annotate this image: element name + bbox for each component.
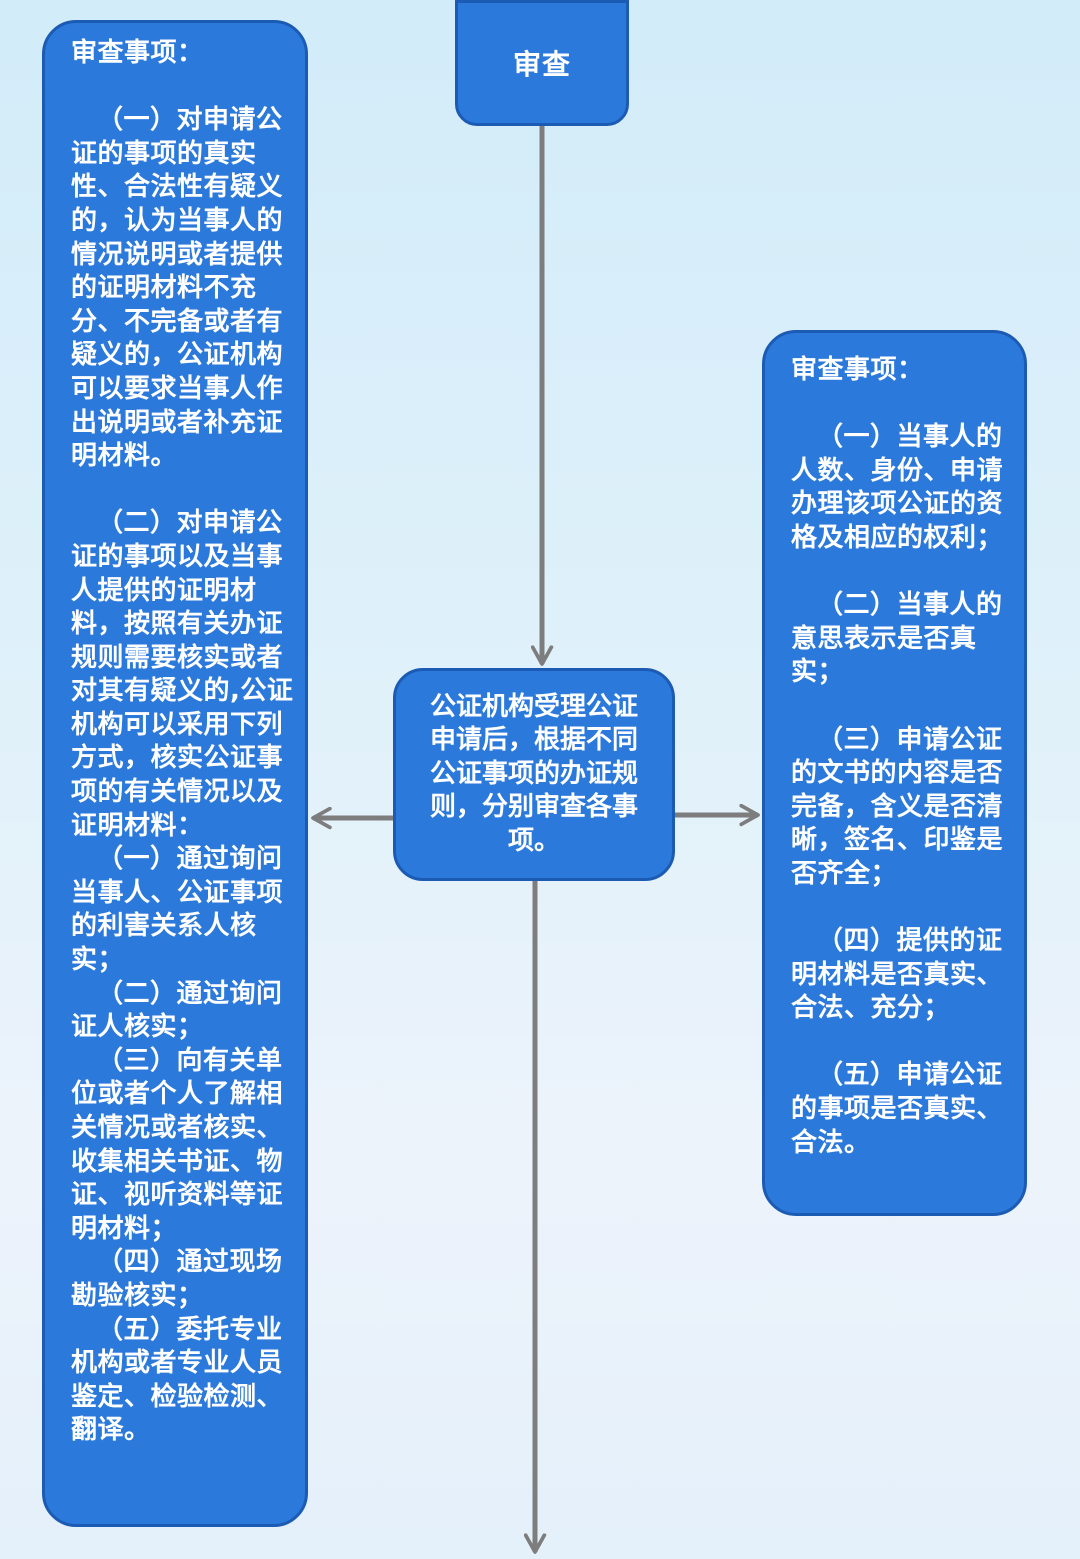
right-panel-item: （三）申请公证的文书的内容是否完备，含义是否清晰，签名、印鉴是否齐全； bbox=[791, 724, 1004, 889]
center-process-text: 公证机构受理公证申请后，根据不同公证事项的办证规则，分别审查各事项。 bbox=[429, 691, 638, 856]
right-panel-item: （五）申请公证的事项是否真实、合法。 bbox=[791, 1060, 1004, 1158]
right-panel-item: （四）提供的证明材料是否真实、合法、充分； bbox=[791, 926, 1004, 1024]
right-review-panel: 审查事项： （一）当事人的人数、身份、申请办理该项公证的资格及相应的权利； （二… bbox=[762, 330, 1027, 1216]
review-title-box: 审查 bbox=[455, 0, 629, 126]
right-panel-item: （二）当事人的意思表示是否真实； bbox=[791, 590, 1003, 688]
left-panel-method: （五）委托专业机构或者专业人员鉴定、检验检测、翻译。 bbox=[71, 1314, 284, 1446]
left-panel-paragraph-2: （二）对申请公证的事项以及当事人提供的证明材料，按照有关办证规则需要核实或者对其… bbox=[71, 508, 294, 841]
left-panel-paragraph-1: （一）对申请公证的事项的真实性、合法性有疑义的，认为当事人的情况说明或者提供的证… bbox=[71, 105, 284, 472]
review-title: 审查 bbox=[512, 48, 571, 81]
left-panel-heading: 审查事项： bbox=[71, 38, 204, 68]
center-process-box: 公证机构受理公证申请后，根据不同公证事项的办证规则，分别审查各事项。 bbox=[393, 668, 675, 881]
left-panel-method: （二）通过询问证人核实； bbox=[71, 978, 283, 1043]
right-panel-heading: 审查事项： bbox=[791, 355, 924, 385]
left-review-panel: 审查事项： （一）对申请公证的事项的真实性、合法性有疑义的，认为当事人的情况说明… bbox=[42, 20, 308, 1527]
left-panel-method: （四）通过现场勘验核实； bbox=[71, 1247, 283, 1311]
right-panel-item: （一）当事人的人数、身份、申请办理该项公证的资格及相应的权利； bbox=[791, 422, 1004, 553]
left-panel-method: （三）向有关单位或者个人了解相关情况或者核实、收集相关书证、物证、视听资料等证明… bbox=[71, 1045, 284, 1244]
left-panel-method: （一）通过询问当事人、公证事项的利害关系人核实； bbox=[71, 844, 284, 976]
